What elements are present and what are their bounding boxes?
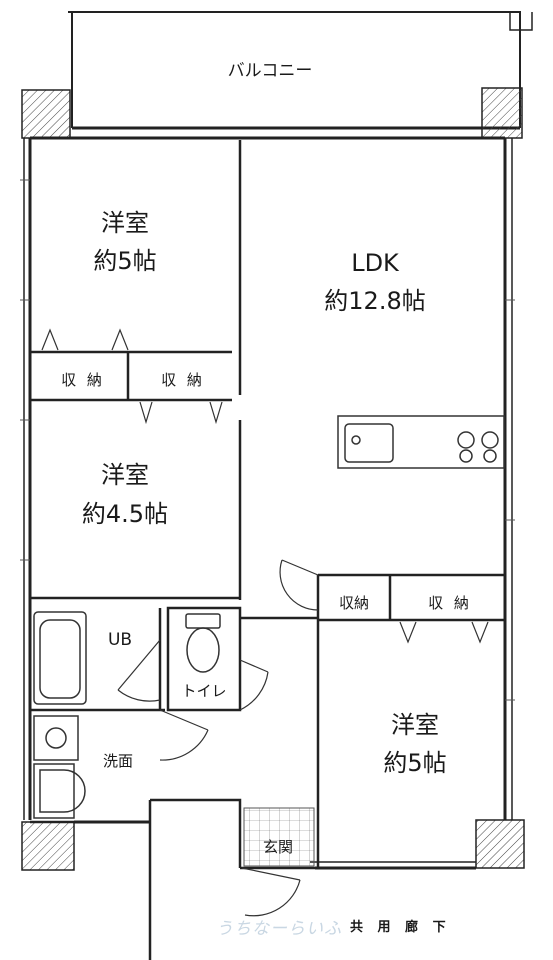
western-room-middle-name: 洋室 <box>101 461 149 489</box>
storage-3-label: 収納 <box>338 594 369 612</box>
kitchen-counter <box>337 415 505 469</box>
storage-1-label: 収 納 <box>61 371 105 389</box>
common-corridor-label: 共 用 廊 下 <box>350 920 451 935</box>
washroom-label: 洗面 <box>102 752 133 770</box>
toilet-label: トイレ <box>181 682 227 700</box>
balcony-label: バルコニー <box>227 61 313 81</box>
unit-bath-label: UB <box>107 630 133 650</box>
toilet-fixture <box>185 613 221 673</box>
western-room-south-size: 約5帖 <box>383 749 447 777</box>
exterior-walls <box>23 136 513 870</box>
ldk-size: 約12.8帖 <box>324 287 426 315</box>
vanity-sink <box>33 763 86 819</box>
bathtub <box>33 611 87 705</box>
window-marks <box>20 179 515 701</box>
western-room-south-name: 洋室 <box>391 711 439 739</box>
door-swings <box>41 328 489 917</box>
western-room-north-name: 洋室 <box>101 209 149 237</box>
storage-2-label: 収 納 <box>161 371 205 389</box>
entrance-tiles <box>243 807 315 867</box>
western-room-middle-size: 約4.5帖 <box>81 500 169 528</box>
storage-4-label: 収 納 <box>428 594 472 612</box>
ldk-name: LDK <box>351 249 399 277</box>
interior-walls <box>30 140 505 960</box>
entrance-label: 玄関 <box>262 838 293 856</box>
washing-machine-space <box>33 715 79 761</box>
watermark-text: うちなーらいふ <box>216 919 342 939</box>
western-room-north-size: 約5帖 <box>93 247 157 275</box>
